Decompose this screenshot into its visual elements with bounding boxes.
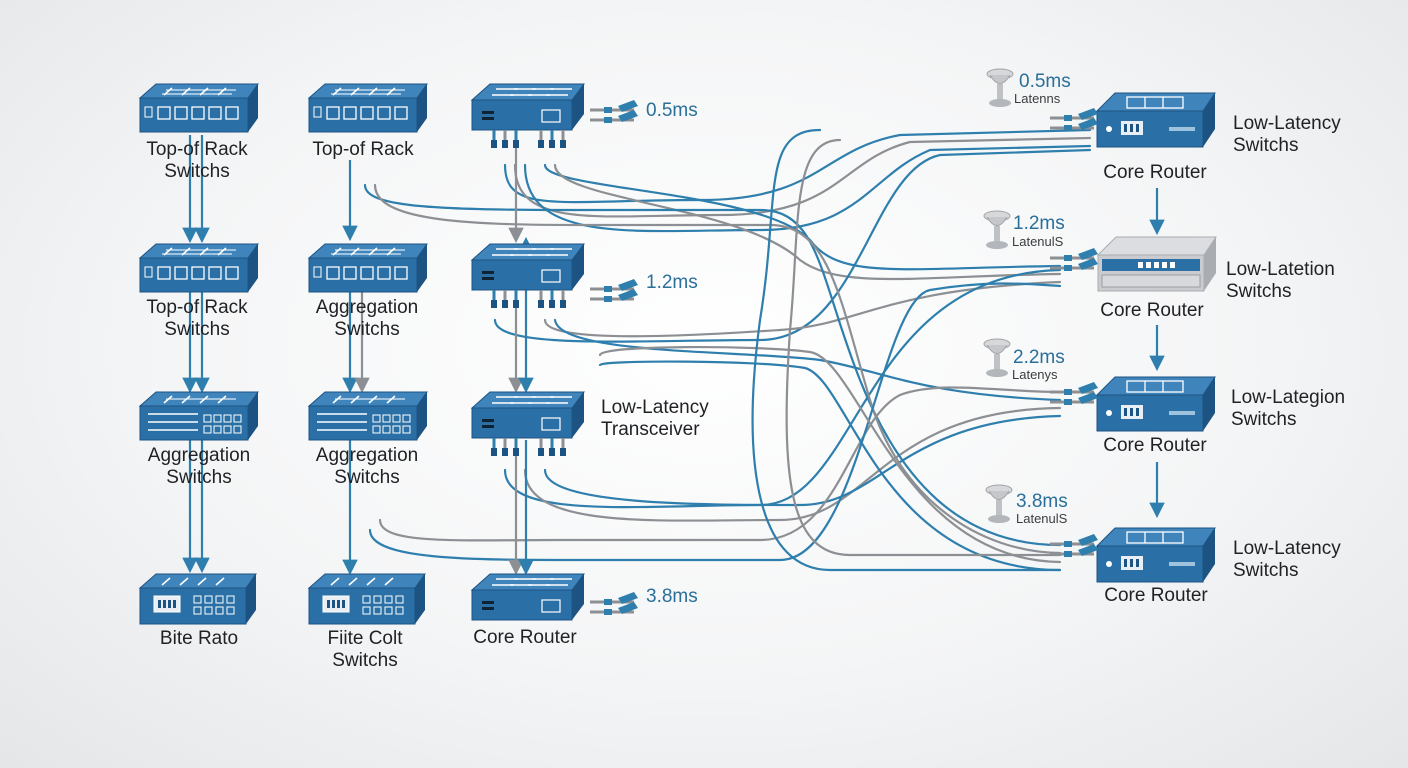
fiber-connector-icon	[590, 592, 638, 615]
latency-label: 0.5ms	[646, 100, 698, 121]
core-latency-caption: Latenys	[1012, 367, 1058, 382]
rack-switch-icon	[307, 243, 428, 293]
core-latency-value: 2.2ms	[1013, 347, 1065, 368]
fiber-connector-icon	[1050, 382, 1098, 405]
fiber-link	[368, 282, 1062, 562]
box-switch-icon	[307, 573, 426, 625]
tor-switch-label: Top-of Rack Switchs	[146, 297, 248, 340]
side-switch-label: Low-Latetion Switchs	[1226, 259, 1335, 302]
router-icon	[470, 83, 585, 148]
aggregation-switch-label: Aggregation Switchs	[315, 445, 419, 488]
fiber-link	[543, 280, 1062, 338]
antenna-icon	[983, 338, 1011, 377]
antenna-icon	[985, 484, 1013, 523]
tor-switch-label: Top-of Rack	[312, 139, 414, 160]
fiber-connector-icon	[590, 279, 638, 302]
fiber-link	[373, 183, 1062, 555]
fiber-link	[543, 414, 1062, 507]
core-latency-value: 1.2ms	[1013, 213, 1065, 234]
rack-switch-icon	[307, 83, 428, 133]
rack-switch-icon	[138, 83, 259, 133]
router-icon	[470, 243, 585, 308]
fiber-link	[513, 136, 1092, 218]
router-icon	[470, 391, 585, 456]
fiber-connector-icon	[1050, 534, 1098, 557]
core-router-label: Core Router	[1100, 300, 1204, 321]
box-switch-icon	[138, 573, 257, 625]
transceiver-label: Low-Latency Transceiver	[601, 397, 709, 440]
core-latency-caption: Latenns	[1014, 91, 1061, 106]
core-router-label: Core Router	[1103, 435, 1207, 456]
fiber-link	[785, 138, 1062, 557]
rack-switch-icon	[138, 243, 259, 293]
aggregation-switch-icon	[307, 391, 428, 441]
fiber-link	[553, 318, 1062, 402]
latency-label: 1.2ms	[646, 272, 698, 293]
fiber-connector-icon	[1050, 248, 1098, 271]
fiber-link	[378, 386, 1062, 542]
core-latency-value: 3.8ms	[1016, 491, 1068, 512]
antenna-icon	[986, 68, 1014, 107]
latency-label: 3.8ms	[646, 586, 698, 607]
fiber-link	[553, 163, 1062, 281]
fiber-links	[363, 128, 1092, 572]
router-icon	[470, 573, 585, 621]
fiber-connector-icon	[1050, 108, 1098, 131]
fiber-link	[493, 148, 1092, 343]
core-router-icon	[1095, 527, 1216, 583]
side-switch-label: Low-Latency Switchs	[1233, 113, 1341, 156]
fiber-link	[598, 345, 1062, 564]
side-switch-label: Low-Latency Switchs	[1233, 538, 1341, 581]
core-latency-caption: LatenulS	[1016, 511, 1068, 526]
fiber-link	[363, 183, 1062, 547]
core-router-icon	[1095, 92, 1216, 148]
core-router-label: Core Router	[473, 627, 577, 648]
aggregation-switch-label: Aggregation Switchs	[315, 297, 419, 340]
devices	[138, 68, 1217, 625]
fiber-link	[523, 144, 1092, 233]
edge-switch-label: Fiite Colt Switchs	[327, 628, 403, 671]
core-router-icon	[1096, 236, 1217, 292]
tor-switch-label: Top-of Rack Switchs	[146, 139, 248, 182]
aggregation-switch-icon	[138, 391, 259, 441]
core-router-icon	[1095, 376, 1216, 432]
core-router-label: Core Router	[1103, 162, 1207, 183]
core-latency-value: 0.5ms	[1019, 71, 1071, 92]
fiber-link	[598, 360, 1062, 572]
fiber-link	[751, 128, 1062, 572]
edge-switch-label: Bite Rato	[159, 628, 239, 649]
fiber-link	[503, 268, 1062, 509]
flow-arrows	[182, 132, 1165, 576]
core-router-label: Core Router	[1104, 585, 1208, 606]
side-switch-label: Low-Lategion Switchs	[1231, 387, 1346, 430]
fiber-link	[523, 406, 1062, 522]
core-latency-caption: LatenulS	[1012, 234, 1064, 249]
fiber-connector-icon	[590, 100, 638, 123]
antenna-icon	[983, 210, 1011, 249]
aggregation-switch-label: Aggregation Switchs	[147, 445, 251, 488]
